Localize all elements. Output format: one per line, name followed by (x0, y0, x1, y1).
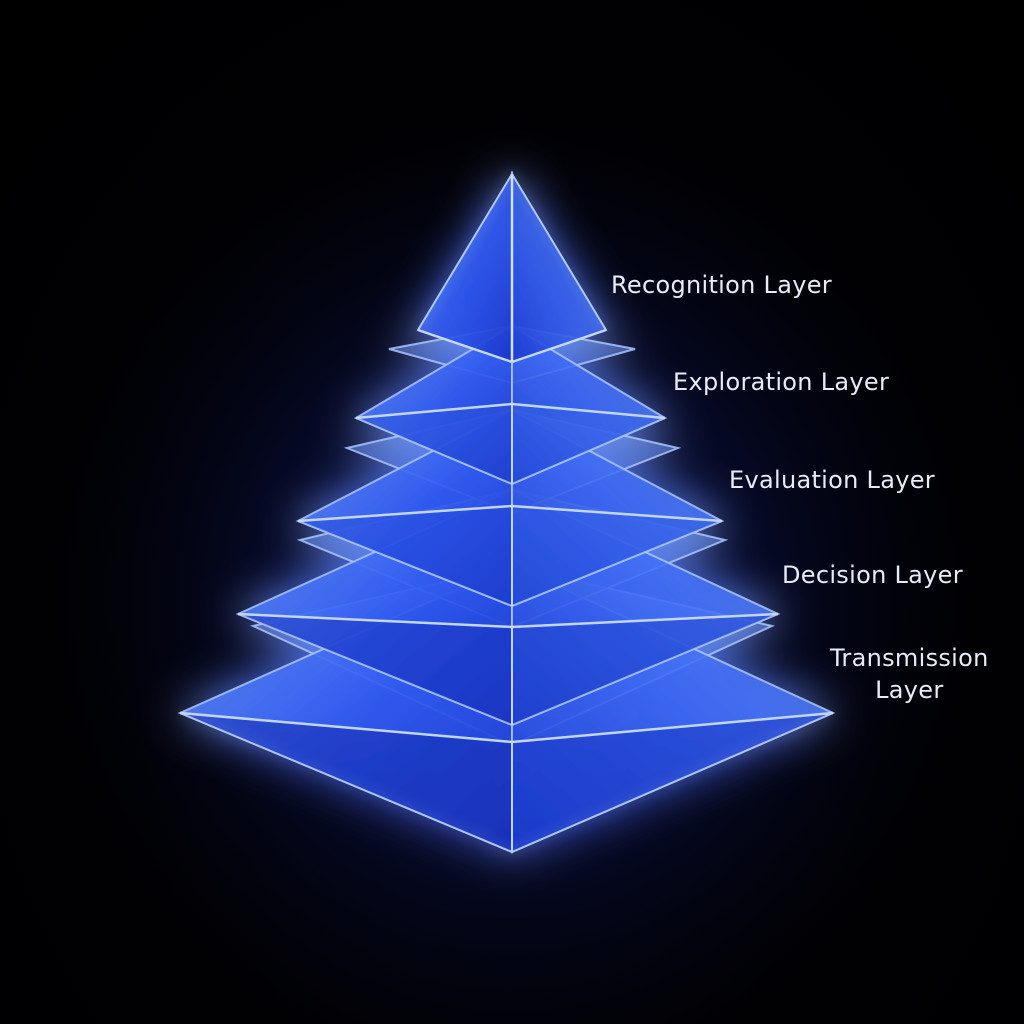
pyramid-layer-recognition (416, 170, 608, 364)
label-evaluation-layer: Evaluation Layer (729, 466, 935, 494)
label-transmission-layer: Transmission Layer (830, 644, 989, 704)
pyramid-edge-highlights (179, 173, 834, 853)
label-exploration-layer: Exploration Layer (673, 368, 890, 396)
label-recognition-layer: Recognition Layer (611, 271, 832, 299)
label-decision-layer: Decision Layer (782, 561, 963, 589)
